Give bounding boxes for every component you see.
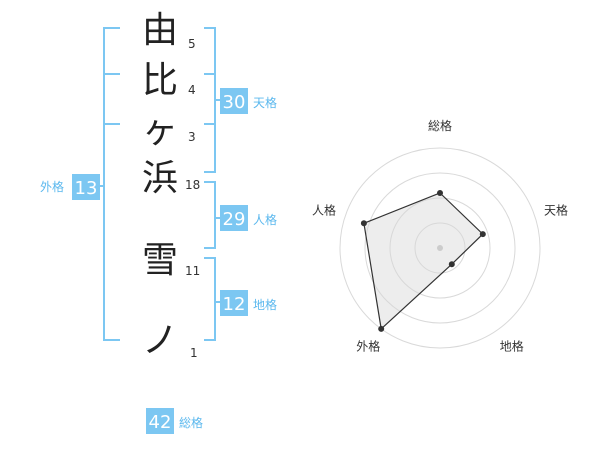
tenkaku-value: 30 xyxy=(223,92,246,113)
name-char-1: 由 xyxy=(142,10,178,51)
jinkaku-badge: 29 人格 xyxy=(220,205,277,231)
stroke-count-3: 3 xyxy=(188,130,196,144)
stroke-counts: 5 4 3 18 11 1 xyxy=(185,37,200,360)
soukaku-badge: 42 総格 xyxy=(146,408,203,434)
gaikaku-badge: 外格 13 xyxy=(40,174,100,200)
radar-axis-label-3: 地格 xyxy=(500,339,524,354)
radar-ring-2 xyxy=(389,197,491,299)
radar-point-5 xyxy=(360,220,367,227)
name-char-2: 比 xyxy=(142,60,178,101)
stroke-count-6: 1 xyxy=(190,346,198,360)
jinkaku-label: 人格 xyxy=(253,212,277,227)
radar-ring-4 xyxy=(339,147,541,349)
name-char-4: 浜 xyxy=(142,158,178,199)
radar-polygon xyxy=(363,192,484,331)
tenkaku-badge: 30 天格 xyxy=(220,88,277,114)
radar-point-1 xyxy=(437,190,443,196)
chikaku-label: 地格 xyxy=(253,297,277,312)
chikaku-bracket xyxy=(204,257,216,341)
name-char-6: ノ xyxy=(142,320,178,361)
radar-axis-label-2: 天格 xyxy=(544,202,568,217)
radar-ring-3 xyxy=(364,172,516,324)
tenkaku-box xyxy=(220,88,248,114)
radar-center-dot xyxy=(437,245,443,251)
name-characters: 由 比 ヶ 浜 雪 ノ xyxy=(142,10,178,361)
radar-point-2 xyxy=(479,231,486,238)
stroke-count-5: 11 xyxy=(185,264,200,278)
chikaku-value: 12 xyxy=(223,294,246,315)
radar-point-3 xyxy=(448,261,455,268)
name-char-5: 雪 xyxy=(142,240,178,281)
soukaku-label: 総格 xyxy=(179,415,203,430)
radar-ring-1 xyxy=(414,222,466,274)
tenkaku-label: 天格 xyxy=(253,95,277,110)
stroke-count-1: 5 xyxy=(188,37,196,51)
name-char-3: ヶ xyxy=(142,110,178,151)
gaikaku-label: 外格 xyxy=(40,179,64,194)
radar-point-4 xyxy=(378,325,385,332)
jinkaku-value: 29 xyxy=(223,209,246,230)
jinkaku-box xyxy=(220,205,248,231)
tenkaku-bracket xyxy=(204,27,216,173)
gaikaku-value: 13 xyxy=(75,178,98,199)
radar-axis-label-1: 総格 xyxy=(428,118,452,133)
soukaku-box xyxy=(146,408,174,434)
jinkaku-bracket xyxy=(204,181,216,249)
radar-axis-label-5: 人格 xyxy=(312,202,336,217)
chikaku-box xyxy=(220,290,248,316)
radar-axis-label-4: 外格 xyxy=(356,339,380,354)
soukaku-value: 42 xyxy=(149,412,172,433)
gaikaku-box xyxy=(72,174,100,200)
stroke-count-2: 4 xyxy=(188,83,196,97)
stroke-count-4: 18 xyxy=(185,178,200,192)
chikaku-badge: 12 地格 xyxy=(220,290,277,316)
gaikaku-bracket xyxy=(103,27,120,341)
